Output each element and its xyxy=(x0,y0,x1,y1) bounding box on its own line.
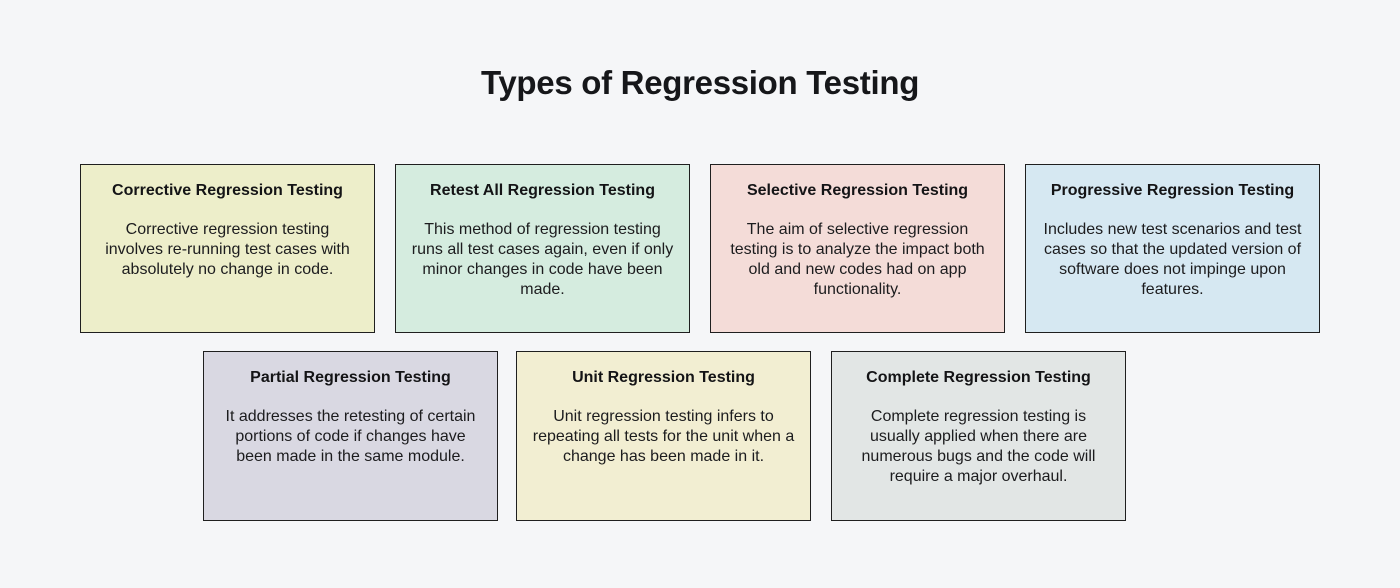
card-title: Partial Regression Testing xyxy=(250,369,451,386)
card-title: Unit Regression Testing xyxy=(572,369,755,386)
card-partial-regression-testing: Partial Regression Testing It addresses … xyxy=(203,351,498,521)
card-complete-regression-testing: Complete Regression Testing Complete reg… xyxy=(831,351,1126,521)
card-body: Corrective regression testing involves r… xyxy=(105,221,350,278)
card-title: Complete Regression Testing xyxy=(866,369,1091,386)
card-title: Retest All Regression Testing xyxy=(430,182,655,199)
card-title: Corrective Regression Testing xyxy=(112,182,343,199)
page-title: Types of Regression Testing xyxy=(480,64,920,101)
card-body: Unit regression testing infers to repeat… xyxy=(532,408,795,465)
card-body: Includes new test scenarios and test cas… xyxy=(1043,221,1302,298)
card-title: Progressive Regression Testing xyxy=(1050,182,1295,199)
card-body: It addresses the retesting of certain po… xyxy=(225,408,476,465)
card-body: Complete regression testing is usually a… xyxy=(861,408,1096,485)
card-title: Selective Regression Testing xyxy=(746,182,969,199)
card-unit-regression-testing: Unit Regression Testing Unit regression … xyxy=(516,351,811,521)
card-corrective-regression-testing: Corrective Regression Testing Corrective… xyxy=(80,164,375,333)
card-progressive-regression-testing: Progressive Regression Testing Includes … xyxy=(1025,164,1320,333)
card-selective-regression-testing: Selective Regression Testing The aim of … xyxy=(710,164,1005,333)
card-body: The aim of selective regression testing … xyxy=(730,221,985,298)
card-retest-all-regression-testing: Retest All Regression Testing This metho… xyxy=(395,164,690,333)
card-body: This method of regression testing runs a… xyxy=(411,221,674,298)
